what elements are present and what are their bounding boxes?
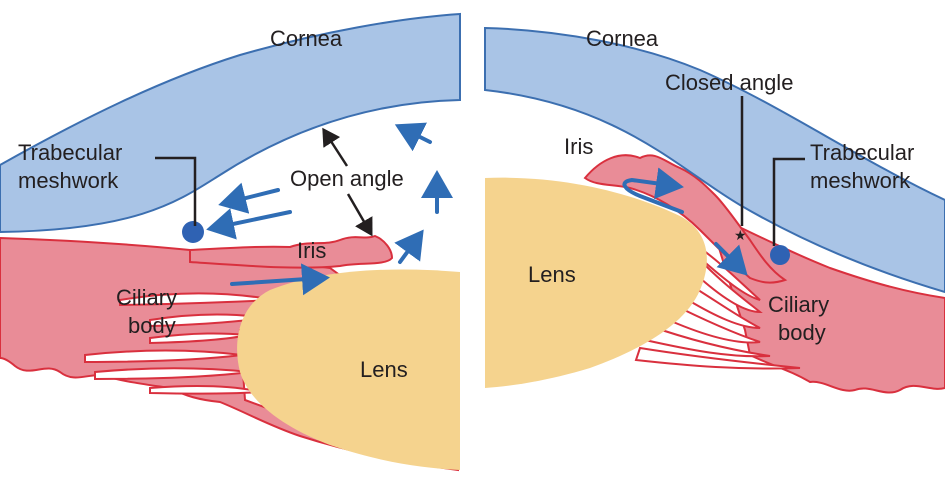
left-flow-arrow	[230, 263, 330, 296]
right-trabecular-meshwork-dot	[770, 245, 790, 265]
left-open-angle-pointer	[346, 193, 373, 237]
right-trabecular-leader	[772, 157, 805, 246]
right-ciliary-tissue	[706, 210, 945, 394]
left-cornea-label: Cornea	[270, 26, 343, 51]
left-lens-label: Lens	[360, 357, 408, 382]
left-open-angle-pointer	[322, 127, 349, 167]
right-lens	[485, 177, 707, 388]
left-ciliary-label-line2: body	[128, 313, 176, 338]
left-ciliary-label-line1: Ciliary	[116, 285, 177, 310]
left-flow-arrow	[218, 182, 280, 214]
left-flow-arrow	[394, 229, 424, 264]
left-iris-label: Iris	[297, 238, 326, 263]
right-trabecular-label-line2: meshwork	[810, 168, 911, 193]
right-zonule-fiber	[634, 346, 801, 370]
right-trabecular-label-line1: Trabecular	[810, 140, 914, 165]
right-ciliary-label-line2: body	[778, 320, 826, 345]
right-zonule-fiber	[686, 283, 761, 329]
right-panel: ★ Cornea Closed angle Iris Trabecular me…	[484, 26, 945, 394]
right-zonule-fiber	[698, 263, 763, 314]
left-open-angle-label: Open angle	[290, 166, 404, 191]
left-trabecular-meshwork-dot	[182, 221, 204, 243]
right-lens-label: Lens	[528, 262, 576, 287]
right-zonule-fiber	[662, 300, 761, 344]
left-cornea	[0, 12, 461, 234]
right-ciliary-label-line1: Ciliary	[768, 292, 829, 317]
right-closed-angle-marker-icon: ★	[734, 228, 747, 244]
right-closed-angle-label: Closed angle	[665, 70, 793, 95]
left-zonule-fiber	[149, 384, 263, 395]
right-cornea-label: Cornea	[586, 26, 659, 51]
right-iris-label: Iris	[564, 134, 593, 159]
right-flow-arrow	[622, 167, 684, 214]
left-flow-arrow	[206, 208, 292, 240]
right-flow-arrow	[714, 242, 748, 276]
left-panel: Cornea Trabecular meshwork Open angle Ir…	[0, 12, 461, 472]
left-iris	[189, 234, 394, 269]
left-trabecular-leader	[155, 156, 197, 226]
left-lens	[237, 269, 460, 470]
left-trabecular-label-line2: meshwork	[18, 168, 119, 193]
left-trabecular-label-line1: Trabecular	[18, 140, 122, 165]
left-flow-arrow	[394, 122, 432, 152]
